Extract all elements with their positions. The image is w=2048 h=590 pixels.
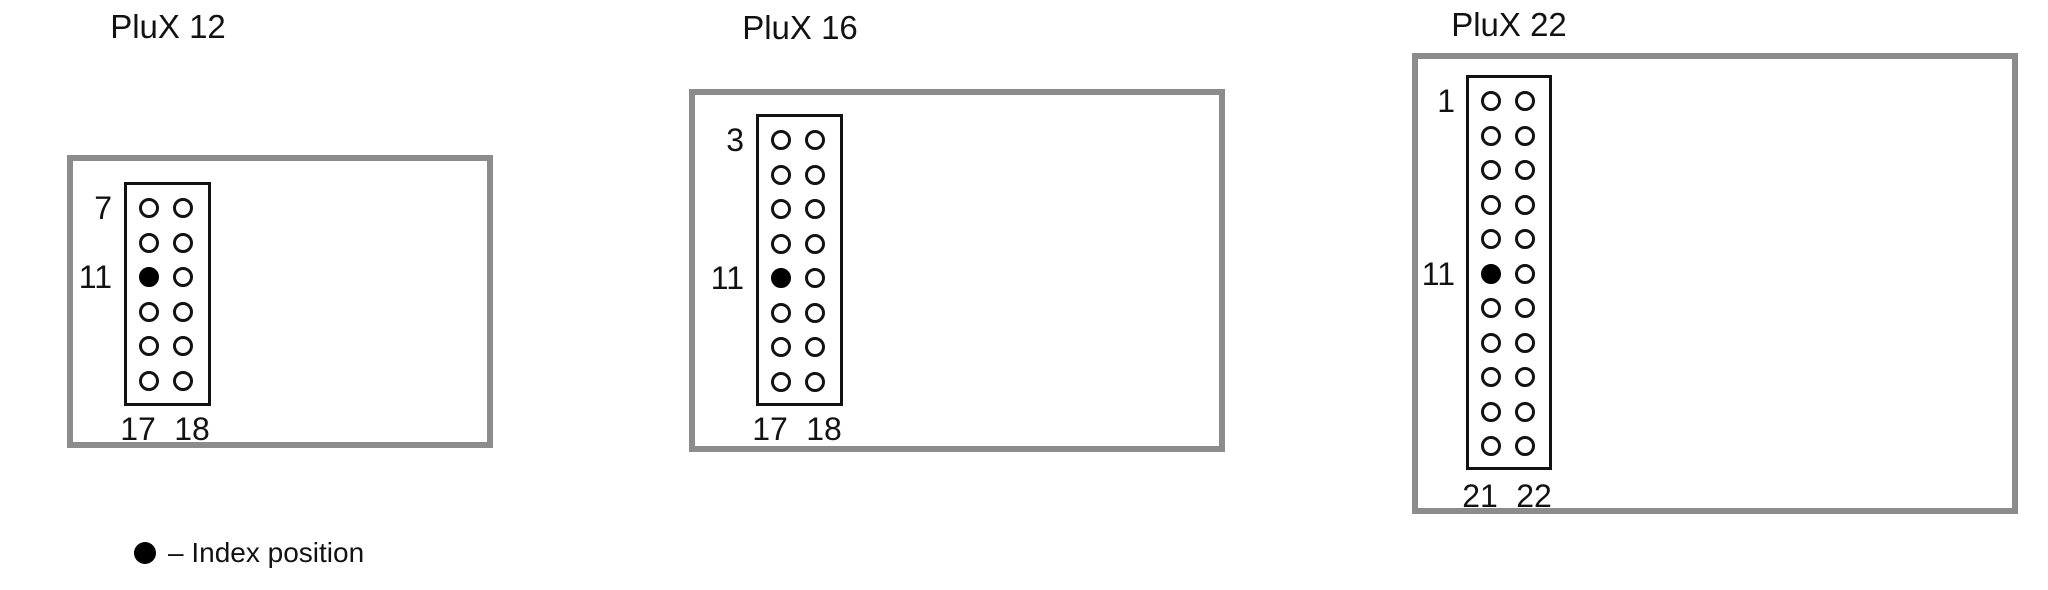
pin: [1481, 125, 1501, 146]
pin-number-label: 11: [710, 260, 744, 296]
pin: [1515, 229, 1535, 249]
pin: [1515, 125, 1535, 146]
pin-column-label: 18: [806, 411, 842, 447]
pin: [173, 267, 193, 287]
pin: [1515, 367, 1535, 387]
index-pin: [1481, 263, 1501, 284]
pin-column-label: 21: [1462, 478, 1498, 514]
pin: [1481, 194, 1501, 215]
index-dot-icon: [134, 542, 156, 564]
pin: [771, 233, 791, 254]
pin-column-label: 22: [1516, 478, 1552, 514]
pin-block: [124, 182, 211, 406]
pin: [771, 371, 791, 392]
pin: [1481, 91, 1501, 111]
pin: [805, 233, 825, 254]
pin: [139, 336, 159, 356]
connector-title: PluX 22: [1451, 6, 1567, 43]
pin: [771, 199, 791, 219]
pin: [1481, 401, 1501, 422]
pin-column-label: 17: [752, 411, 788, 447]
pin-block: [756, 114, 843, 406]
pin: [805, 302, 825, 323]
pin: [1515, 298, 1535, 318]
pin-number-label: 11: [1421, 255, 1455, 292]
pin: [173, 301, 193, 322]
pin: [139, 370, 159, 391]
connector-title: PluX 12: [110, 8, 226, 45]
pin: [1481, 332, 1501, 353]
pin-block: [1466, 75, 1552, 470]
pin: [771, 302, 791, 323]
pin-column-label: 18: [174, 411, 210, 447]
pin: [139, 198, 159, 218]
pin: [805, 268, 825, 288]
pin: [1481, 229, 1501, 249]
pin: [173, 232, 193, 253]
pin: [1515, 436, 1535, 456]
pin: [1515, 263, 1535, 284]
pin: [805, 337, 825, 357]
pin: [1515, 332, 1535, 353]
legend: – Index position: [134, 539, 364, 567]
pin-number-label: 3: [726, 122, 744, 158]
pin: [1515, 160, 1535, 180]
pin-column-label: 17: [120, 411, 156, 447]
pin: [771, 337, 791, 357]
pin: [805, 164, 825, 185]
pin: [139, 232, 159, 253]
pin: [1481, 298, 1501, 318]
pin: [805, 130, 825, 150]
pin: [771, 130, 791, 150]
pin: [139, 301, 159, 322]
pin: [173, 370, 193, 391]
index-pin: [771, 268, 791, 288]
pin: [1515, 401, 1535, 422]
pin: [173, 336, 193, 356]
pin: [1515, 91, 1535, 111]
pin: [1481, 367, 1501, 387]
pin: [1481, 160, 1501, 180]
pin-number-label: 11: [78, 259, 112, 295]
index-pin: [139, 267, 159, 287]
legend-label: – Index position: [168, 537, 365, 568]
pin-number-label: 7: [94, 190, 112, 226]
pin: [1515, 194, 1535, 215]
pin: [771, 164, 791, 185]
pin: [805, 371, 825, 392]
pin: [173, 198, 193, 218]
pin: [805, 199, 825, 219]
pin-number-label: 1: [1437, 83, 1455, 119]
connector-title: PluX 16: [742, 9, 858, 46]
pin: [1481, 436, 1501, 456]
